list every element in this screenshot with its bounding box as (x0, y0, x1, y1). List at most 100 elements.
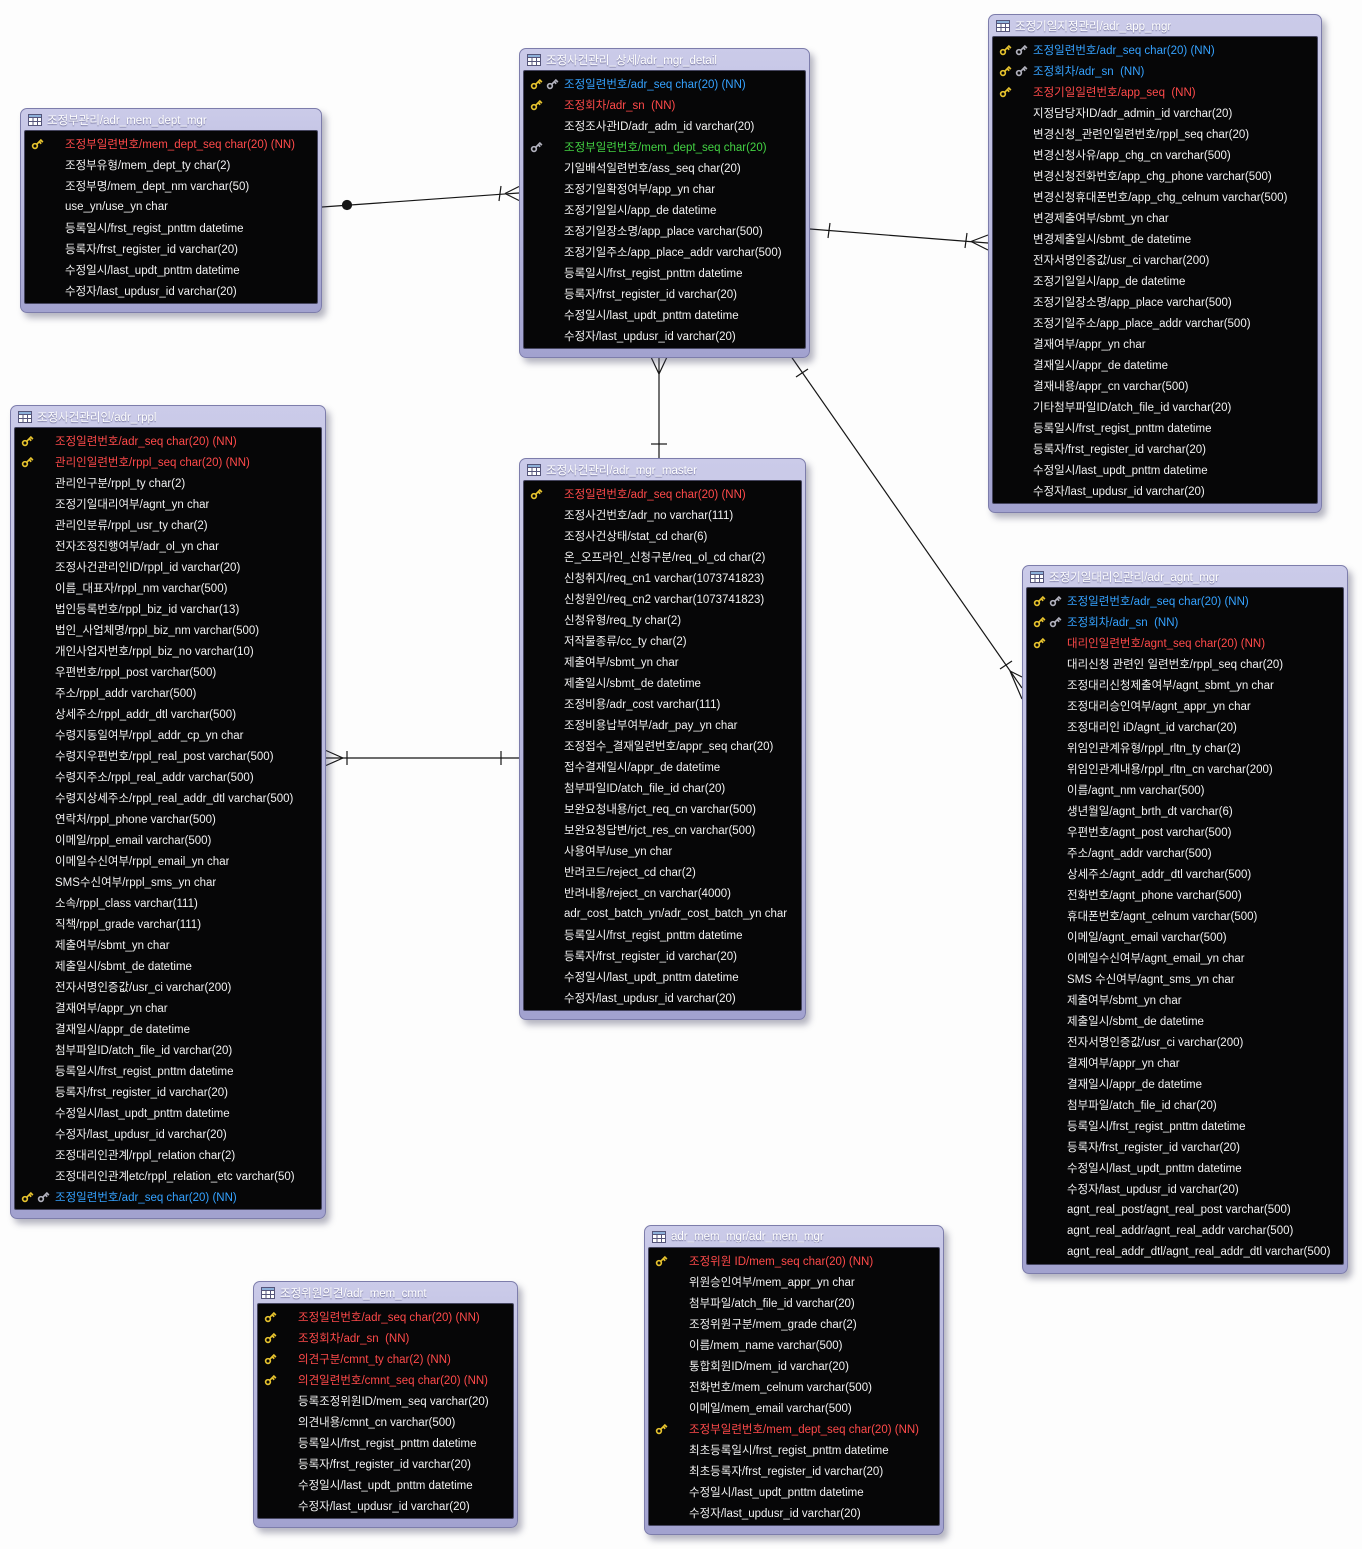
column-row[interactable]: 조정기일일시/app_de datetime (993, 270, 1317, 291)
column-row[interactable]: 직책/rppl_grade varchar(111) (15, 913, 321, 934)
column-row[interactable]: agnt_real_post/agnt_real_post varchar(50… (1027, 1199, 1343, 1220)
column-row[interactable]: 등록일시/frst_regist_pnttm datetime (15, 1060, 321, 1081)
column-row[interactable]: 조정기일일련번호/app_seq (NN) (993, 81, 1317, 102)
column-row[interactable]: 등록일시/frst_regist_pnttm datetime (1027, 1115, 1343, 1136)
column-row[interactable]: 조정일련번호/adr_seq char(20) (NN) (993, 39, 1317, 60)
entity-header[interactable]: 조정부관리/adr_mem_dept_mgr (24, 109, 318, 130)
column-row[interactable]: 개인사업자번호/rppl_biz_no varchar(10) (15, 640, 321, 661)
column-row[interactable]: 첨부파일ID/atch_file_id varchar(20) (15, 1039, 321, 1060)
column-row[interactable]: 조정회차/adr_sn (NN) (524, 94, 805, 115)
column-row[interactable]: 지정담당자ID/adr_admin_id varchar(20) (993, 102, 1317, 123)
column-row[interactable]: 조정비용납부여부/adr_pay_yn char (524, 714, 801, 735)
column-row[interactable]: use_yn/use_yn char (25, 196, 317, 217)
column-row[interactable]: 수정자/last_updusr_id varchar(20) (993, 480, 1317, 501)
column-row[interactable]: 등록자/frst_register_id varchar(20) (258, 1453, 513, 1474)
column-row[interactable]: 이름/mem_name varchar(500) (649, 1334, 939, 1355)
column-row[interactable]: 등록자/frst_register_id varchar(20) (15, 1081, 321, 1102)
column-row[interactable]: 제출일시/sbmt_de datetime (1027, 1010, 1343, 1031)
column-row[interactable]: 수정일시/last_updt_pnttm datetime (524, 304, 805, 325)
column-row[interactable]: 수령지주소/rppl_real_addr varchar(500) (15, 766, 321, 787)
column-row[interactable]: 변경신청사유/app_chg_cn varchar(500) (993, 144, 1317, 165)
column-row[interactable]: 등록자/frst_register_id varchar(20) (993, 438, 1317, 459)
column-row[interactable]: 수정자/last_updusr_id varchar(20) (258, 1495, 513, 1516)
column-row[interactable]: 조정기일일시/app_de datetime (524, 199, 805, 220)
column-row[interactable]: 소속/rppl_class varchar(111) (15, 892, 321, 913)
column-row[interactable]: 수령지상세주소/rppl_real_addr_dtl varchar(500) (15, 787, 321, 808)
column-row[interactable]: 조정기일확정여부/app_yn char (524, 178, 805, 199)
column-row[interactable]: 신청취지/req_cn1 varchar(1073741823) (524, 567, 801, 588)
column-row[interactable]: 조정부일련번호/mem_dept_seq char(20) (NN) (649, 1418, 939, 1439)
column-row[interactable]: 이메일수신여부/rppl_email_yn char (15, 850, 321, 871)
column-row[interactable]: 대리인일련번호/agnt_seq char(20) (NN) (1027, 632, 1343, 653)
column-row[interactable]: 최초등록일시/frst_regist_pnttm datetime (649, 1439, 939, 1460)
column-row[interactable]: 수정자/last_updusr_id varchar(20) (25, 280, 317, 301)
column-row[interactable]: 수정자/last_updusr_id varchar(20) (524, 987, 801, 1008)
column-row[interactable]: 최초등록자/frst_register_id varchar(20) (649, 1460, 939, 1481)
column-row[interactable]: 결제여부/appr_yn char (1027, 1052, 1343, 1073)
column-row[interactable]: agnt_real_addr_dtl/agnt_real_addr_dtl va… (1027, 1241, 1343, 1262)
relationship-detail-agntmgr[interactable] (787, 351, 1023, 700)
column-row[interactable]: 위임인관계유형/rppl_rltn_ty char(2) (1027, 737, 1343, 758)
entity-header[interactable]: 조정기일지정관리/adr_app_mgr (992, 15, 1318, 36)
column-row[interactable]: 우편번호/rppl_post varchar(500) (15, 661, 321, 682)
entity-adr-mem-cmnt[interactable]: 조정위원의견/adr_mem_cmnt 조정일련번호/adr_seq char(2… (253, 1281, 518, 1528)
entity-adr-rppl[interactable]: 조정사건관리인/adr_rppl 조정일련번호/adr_seq char(20) … (10, 405, 326, 1219)
column-row[interactable]: 수정자/last_updusr_id varchar(20) (649, 1502, 939, 1523)
column-row[interactable]: 법인_사업체명/rppl_biz_nm varchar(500) (15, 619, 321, 640)
column-row[interactable]: 등록일시/frst_regist_pnttm datetime (258, 1432, 513, 1453)
column-row[interactable]: 전자조정진행여부/adr_ol_yn char (15, 535, 321, 556)
column-row[interactable]: 조정일련번호/adr_seq char(20) (NN) (15, 1186, 321, 1207)
column-row[interactable]: 주소/agnt_addr varchar(500) (1027, 842, 1343, 863)
column-row[interactable]: 조정일련번호/adr_seq char(20) (NN) (1027, 590, 1343, 611)
column-row[interactable]: 수정일시/last_updt_pnttm datetime (25, 259, 317, 280)
column-row[interactable]: 변경제출여부/sbmt_yn char (993, 207, 1317, 228)
column-row[interactable]: 전자서명인증값/usr_ci varchar(200) (1027, 1031, 1343, 1052)
entity-header[interactable]: adr_mem_mgr/adr_mem_mgr (648, 1226, 940, 1247)
column-row[interactable]: SMS 수신여부/agnt_sms_yn char (1027, 968, 1343, 989)
column-row[interactable]: 조정사건번호/adr_no varchar(111) (524, 504, 801, 525)
column-row[interactable]: 조정일련번호/adr_seq char(20) (NN) (15, 430, 321, 451)
column-row[interactable]: 조정부명/mem_dept_nm varchar(50) (25, 175, 317, 196)
column-row[interactable]: 위원승인여부/mem_appr_yn char (649, 1271, 939, 1292)
column-row[interactable]: 결재일시/appr_de datetime (1027, 1073, 1343, 1094)
column-row[interactable]: 제출일시/sbmt_de datetime (15, 955, 321, 976)
column-row[interactable]: 등록일시/frst_regist_pnttm datetime (524, 262, 805, 283)
column-row[interactable]: agnt_real_addr/agnt_real_addr varchar(50… (1027, 1220, 1343, 1241)
column-row[interactable]: 전자서명인증값/usr_ci varchar(200) (993, 249, 1317, 270)
column-row[interactable]: 조정일련번호/adr_seq char(20) (NN) (524, 483, 801, 504)
column-row[interactable]: 휴대폰번호/agnt_celnum varchar(500) (1027, 905, 1343, 926)
column-row[interactable]: 수정자/last_updusr_id varchar(20) (15, 1123, 321, 1144)
column-row[interactable]: 조정사건관리인ID/rppl_id varchar(20) (15, 556, 321, 577)
column-row[interactable]: 신청유형/req_ty char(2) (524, 609, 801, 630)
entity-header[interactable]: 조정위원의견/adr_mem_cmnt (257, 1282, 514, 1303)
column-row[interactable]: 조정회차/adr_sn (NN) (1027, 611, 1343, 632)
column-row[interactable]: 수정일시/last_updt_pnttm datetime (15, 1102, 321, 1123)
column-row[interactable]: 조정일련번호/adr_seq char(20) (NN) (524, 73, 805, 94)
entity-adr-app-mgr[interactable]: 조정기일지정관리/adr_app_mgr 조정일련번호/adr_seq char(… (988, 14, 1322, 513)
column-row[interactable]: 조정기일장소명/app_place varchar(500) (993, 291, 1317, 312)
column-row[interactable]: 의견구분/cmnt_ty char(2) (NN) (258, 1348, 513, 1369)
column-row[interactable]: 조정비용/adr_cost varchar(111) (524, 693, 801, 714)
column-row[interactable]: 등록일시/frst_regist_pnttm datetime (524, 924, 801, 945)
column-row[interactable]: 수정자/last_updusr_id varchar(20) (1027, 1178, 1343, 1199)
column-row[interactable]: 통합회원ID/mem_id varchar(20) (649, 1355, 939, 1376)
column-row[interactable]: 결재여부/appr_yn char (15, 997, 321, 1018)
column-row[interactable]: 첨부파일/atch_file_id char(20) (1027, 1094, 1343, 1115)
column-row[interactable]: 제출일시/sbmt_de datetime (524, 672, 801, 693)
column-row[interactable]: 보완요청내용/rjct_req_cn varchar(500) (524, 798, 801, 819)
column-row[interactable]: 수정일시/last_updt_pnttm datetime (258, 1474, 513, 1495)
entity-header[interactable]: 조정사건관리인/adr_rppl (14, 406, 322, 427)
column-row[interactable]: 조정일련번호/adr_seq char(20) (NN) (258, 1306, 513, 1327)
column-row[interactable]: 조정대리신청제출여부/agnt_sbmt_yn char (1027, 674, 1343, 695)
column-row[interactable]: 결재내용/appr_cn varchar(500) (993, 375, 1317, 396)
column-row[interactable]: 수령지우편번호/rppl_real_post varchar(500) (15, 745, 321, 766)
column-row[interactable]: 조정기일주소/app_place_addr varchar(500) (993, 312, 1317, 333)
column-row[interactable]: 이름_대표자/rppl_nm varchar(500) (15, 577, 321, 598)
column-row[interactable]: 등록조정위원ID/mem_seq varchar(20) (258, 1390, 513, 1411)
column-row[interactable]: 등록일시/frst_regist_pnttm datetime (25, 217, 317, 238)
column-row[interactable]: 위임인관계내용/rppl_rltn_cn varchar(200) (1027, 758, 1343, 779)
column-row[interactable]: 제출여부/sbmt_yn char (15, 934, 321, 955)
column-row[interactable]: 조정위원 ID/mem_seq char(20) (NN) (649, 1250, 939, 1271)
